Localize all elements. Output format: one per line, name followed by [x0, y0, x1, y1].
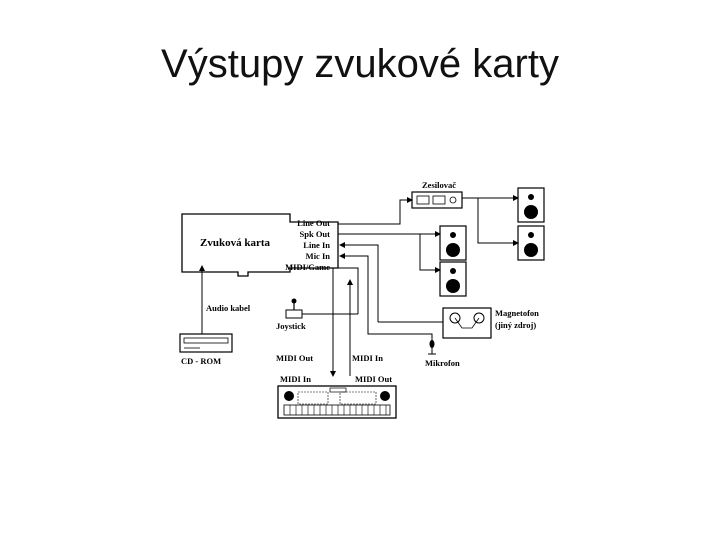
slide-title: Výstupy zvukové karty: [161, 42, 559, 86]
speaker-top-right: [517, 187, 545, 223]
speaker-left-top: [439, 225, 467, 261]
joystick-label: Joystick: [276, 321, 306, 331]
port-line-in: Line In: [303, 240, 330, 250]
sound-card-label: Zvuková karta: [200, 237, 270, 249]
tape-recorder: [442, 307, 492, 339]
connection-lines: [199, 195, 519, 377]
amplifier-label: Zesilovač: [422, 180, 456, 190]
midi-in-bottom-label: MIDI In: [280, 374, 311, 384]
midi-keyboard: [277, 385, 397, 419]
cdrom-label: CD - ROM: [181, 356, 221, 366]
tape-recorder-label: Magnetofon: [495, 308, 539, 318]
midi-in-top-label: MIDI In: [352, 353, 383, 363]
port-midi-game: MIDI/Game: [285, 262, 330, 272]
midi-out-bottom-label: MIDI Out: [355, 374, 392, 384]
microphone-label: Mikrofon: [425, 358, 460, 368]
midi-out-top-label: MIDI Out: [276, 353, 313, 363]
audio-cable-label: Audio kabel: [206, 303, 251, 313]
port-mic-in: Mic In: [306, 251, 331, 261]
cdrom-drive: [179, 333, 233, 353]
speaker-left-bottom: [439, 261, 467, 297]
speaker-bottom-right: [517, 225, 545, 261]
joystick: [285, 298, 303, 319]
microphone: [428, 340, 436, 355]
sound-card-board: [181, 213, 339, 277]
amplifier: [411, 191, 463, 209]
port-spk-out: Spk Out: [300, 229, 331, 239]
tape-recorder-sublabel: (jiný zdroj): [495, 320, 536, 330]
port-line-out: Line Out: [297, 218, 330, 228]
